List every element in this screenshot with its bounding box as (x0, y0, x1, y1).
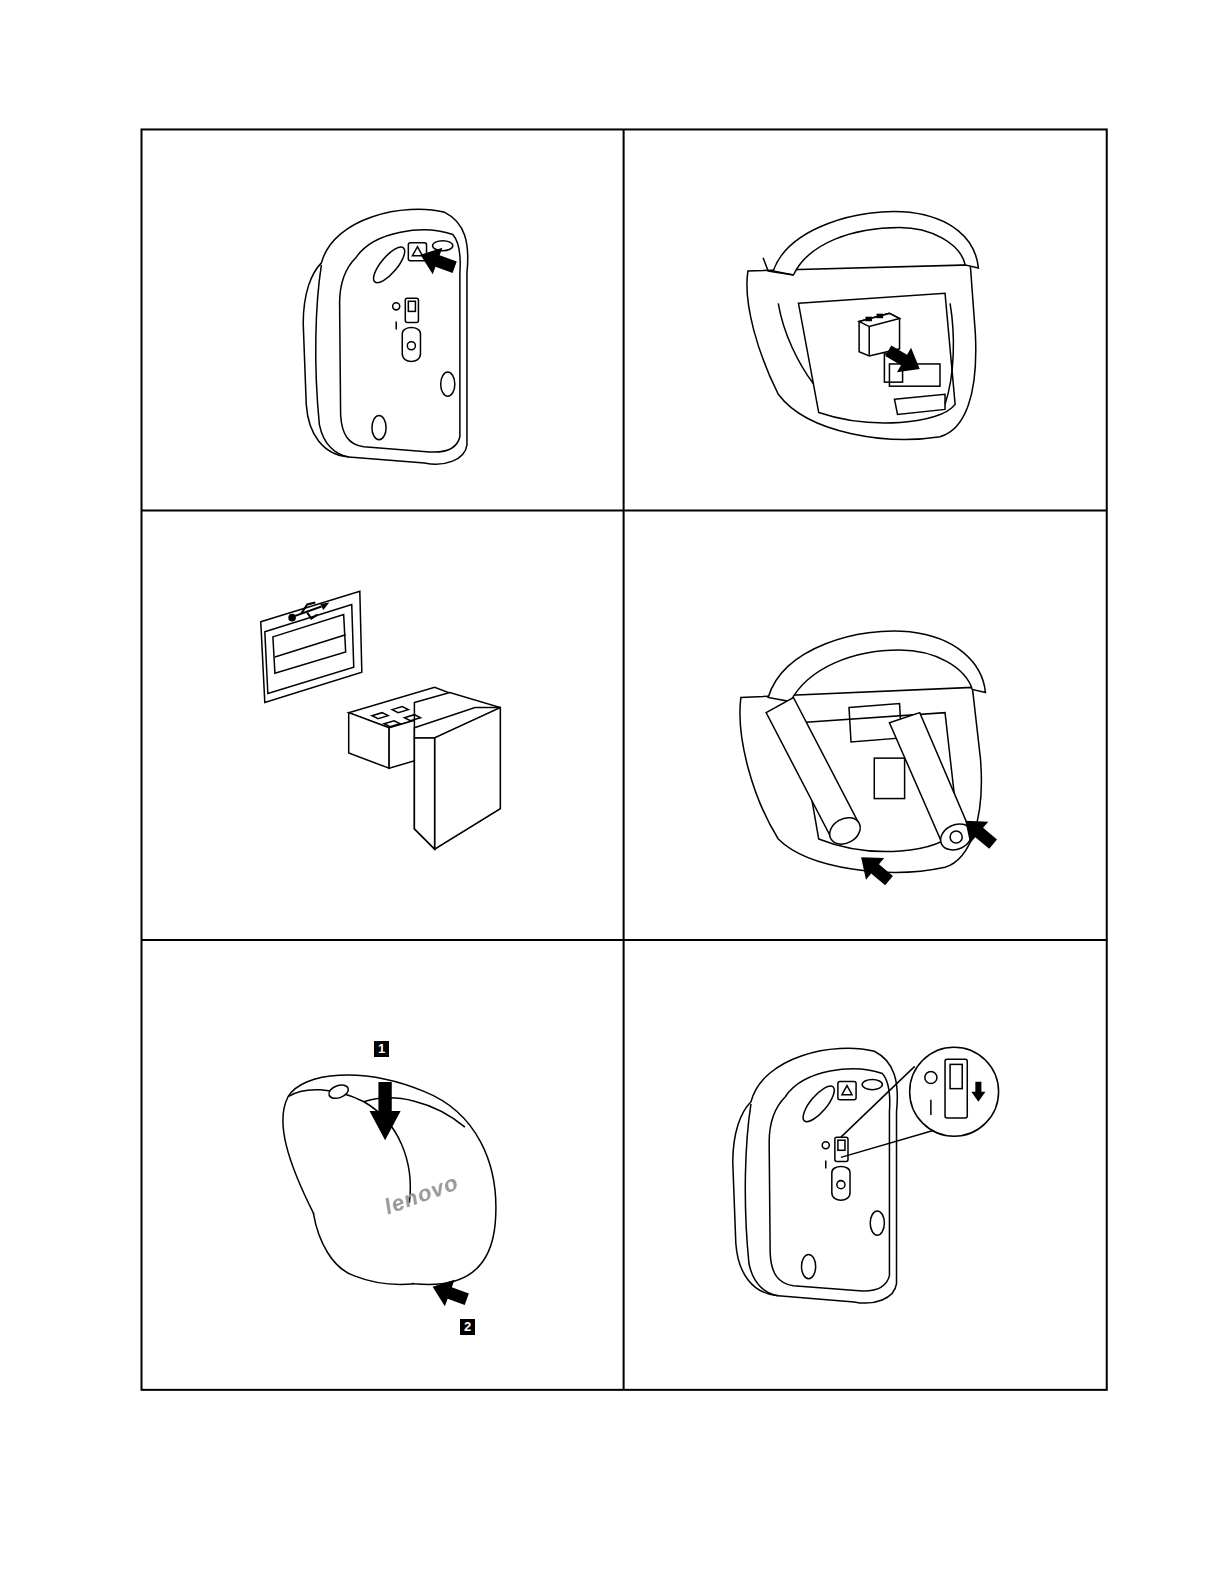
callout-number: 1 (374, 1041, 389, 1057)
callout-number: 2 (460, 1319, 475, 1335)
